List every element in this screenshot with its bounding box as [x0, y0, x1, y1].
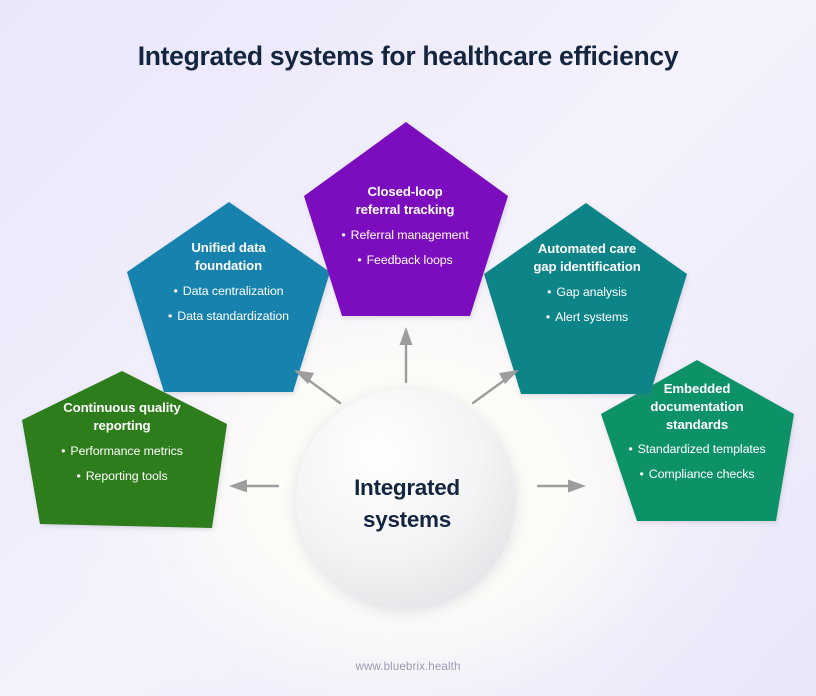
pentagon-continuous-quality-reporting[interactable]: [22, 371, 227, 528]
arrow-right-icon: [536, 479, 586, 493]
footer-url: www.bluebrix.health: [355, 660, 461, 673]
arrow-up-icon: [399, 327, 413, 384]
page-title: Integrated systems for healthcare effici…: [137, 41, 679, 71]
pentagon-closed-loop-referral-tracking[interactable]: [304, 122, 508, 316]
arrow-up-right-icon: [471, 370, 519, 405]
pentagon-embedded-documentation-standards[interactable]: [601, 360, 794, 521]
arrow-group: [229, 327, 586, 493]
arrow-up-left-icon: [294, 370, 342, 405]
pentagon-unified-data-foundation[interactable]: [127, 202, 330, 392]
center-circle[interactable]: [296, 389, 516, 609]
arrow-left-icon: [229, 479, 280, 493]
pentagon-automated-care-gap-identification[interactable]: [484, 203, 687, 394]
